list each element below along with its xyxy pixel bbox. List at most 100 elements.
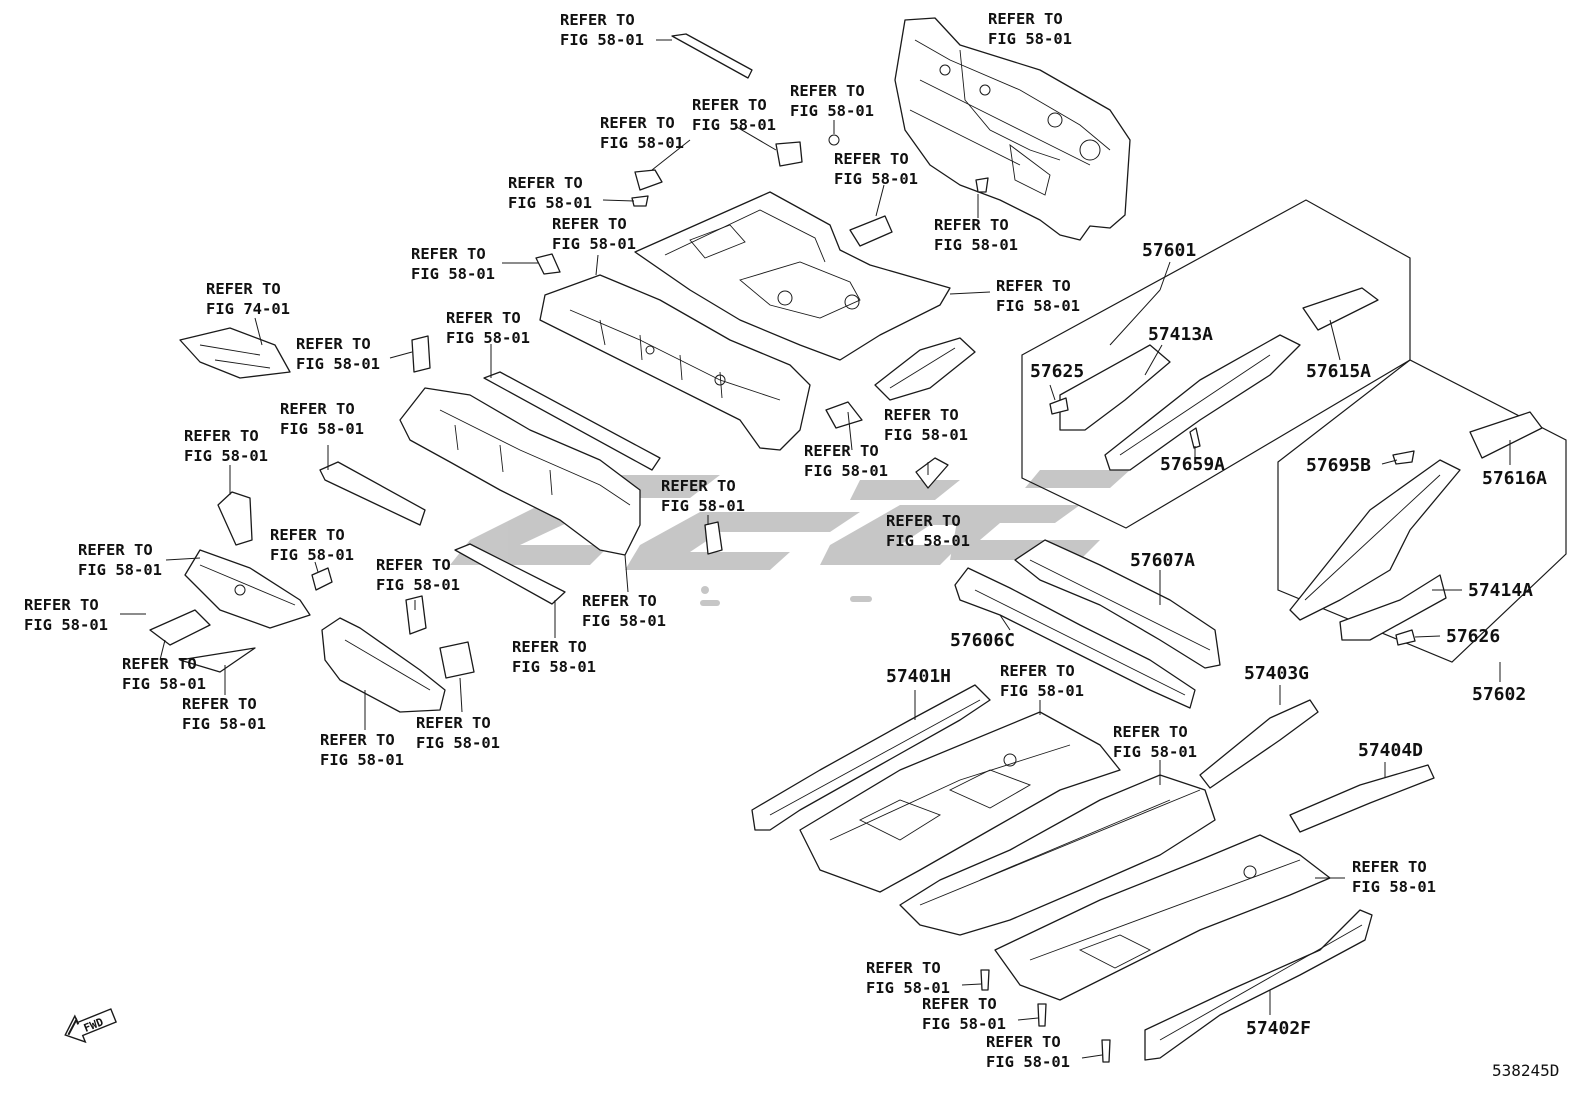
refer-label-28b: FIG 58-01 bbox=[1000, 682, 1084, 700]
center-brackets-part bbox=[825, 337, 976, 489]
refer-label-2a: REFER TO bbox=[988, 10, 1063, 28]
part-number-57626: 57626 bbox=[1446, 626, 1500, 647]
refer-label-24b: FIG 58-01 bbox=[582, 612, 666, 630]
refer-label-8a: REFER TO bbox=[934, 216, 1009, 234]
part-number-57615A: 57615A bbox=[1306, 361, 1371, 382]
center-tunnel-part bbox=[899, 774, 1216, 936]
refer-label-5b: FIG 58-01 bbox=[600, 134, 684, 152]
refer-label-14b: FIG 58-01 bbox=[296, 355, 380, 373]
part-number-57602: 57602 bbox=[1472, 684, 1526, 705]
refer-label-7b: FIG 58-01 bbox=[508, 194, 592, 212]
refer-label-19b: FIG 58-01 bbox=[661, 497, 745, 515]
refer-label-9b: FIG 58-01 bbox=[552, 235, 636, 253]
part-number-labels: 57601 57413A 57625 57615A 57659A 57695B … bbox=[886, 240, 1547, 1039]
part-number-57616A: 57616A bbox=[1482, 468, 1547, 489]
part-number-57659A: 57659A bbox=[1160, 454, 1225, 475]
refer-label-15b: FIG 58-01 bbox=[884, 426, 968, 444]
refer-labels: REFER TO FIG 58-01 REFER TO FIG 58-01 RE… bbox=[24, 10, 1436, 1071]
refer-label-34b: FIG 58-01 bbox=[866, 979, 950, 997]
refer-label-35a: REFER TO bbox=[922, 995, 997, 1013]
fwd-arrow-icon: FWD bbox=[64, 1008, 117, 1044]
rear-brackets-part bbox=[149, 491, 723, 713]
refer-label-33b: FIG 58-01 bbox=[1352, 878, 1436, 896]
refer-label-2b: FIG 58-01 bbox=[988, 30, 1072, 48]
refer-label-30a: REFER TO bbox=[416, 714, 491, 732]
refer-label-5a: REFER TO bbox=[600, 114, 675, 132]
refer-label-21a: REFER TO bbox=[270, 526, 345, 544]
refer-label-6b: FIG 58-01 bbox=[834, 170, 918, 188]
part-number-57404D: 57404D bbox=[1358, 740, 1423, 761]
refer-label-21b: FIG 58-01 bbox=[270, 546, 354, 564]
refer-label-27b: FIG 58-01 bbox=[122, 675, 206, 693]
refer-label-22b: FIG 58-01 bbox=[78, 561, 162, 579]
front-floor-pan-2-part bbox=[994, 834, 1331, 1001]
leader-lines bbox=[120, 39, 1511, 1059]
watermark-logo bbox=[450, 470, 1130, 606]
refer-label-20a: REFER TO bbox=[886, 512, 961, 530]
refer-label-18a: REFER TO bbox=[804, 442, 879, 460]
dash-panel-part bbox=[894, 17, 1131, 241]
refer-label-35b: FIG 58-01 bbox=[922, 1015, 1006, 1033]
refer-label-16a: REFER TO bbox=[280, 400, 355, 418]
refer-label-3a: REFER TO bbox=[790, 82, 865, 100]
refer-label-12b: FIG 74-01 bbox=[206, 300, 290, 318]
refer-label-26a: REFER TO bbox=[512, 638, 587, 656]
figure-code: 538245D bbox=[1492, 1061, 1559, 1080]
refer-label-29b: FIG 58-01 bbox=[182, 715, 266, 733]
refer-label-20b: FIG 58-01 bbox=[886, 532, 970, 550]
bolts-part bbox=[980, 969, 1111, 1063]
refer-label-10a: REFER TO bbox=[411, 245, 486, 263]
front-floor-pan-part bbox=[799, 711, 1121, 893]
refer-label-12a: REFER TO bbox=[206, 280, 281, 298]
rear-floor-side-part bbox=[319, 371, 661, 605]
refer-label-18b: FIG 58-01 bbox=[804, 462, 888, 480]
refer-label-28a: REFER TO bbox=[1000, 662, 1075, 680]
part-number-57625: 57625 bbox=[1030, 361, 1084, 382]
refer-label-11a: REFER TO bbox=[996, 277, 1071, 295]
refer-label-9a: REFER TO bbox=[552, 215, 627, 233]
refer-label-36b: FIG 58-01 bbox=[986, 1053, 1070, 1071]
refer-label-27a: REFER TO bbox=[122, 655, 197, 673]
rocker-sill-57402F-part bbox=[1144, 909, 1373, 1061]
refer-label-19a: REFER TO bbox=[661, 477, 736, 495]
refer-label-36a: REFER TO bbox=[986, 1033, 1061, 1051]
refer-label-31a: REFER TO bbox=[1113, 723, 1188, 741]
refer-label-32b: FIG 58-01 bbox=[320, 751, 404, 769]
refer-label-31b: FIG 58-01 bbox=[1113, 743, 1197, 761]
refer-label-1a: REFER TO bbox=[560, 11, 635, 29]
refer-label-33a: REFER TO bbox=[1352, 858, 1427, 876]
refer-label-24a: REFER TO bbox=[582, 592, 657, 610]
refer-label-3b: FIG 58-01 bbox=[790, 102, 874, 120]
part-number-57607A: 57607A bbox=[1130, 550, 1195, 571]
refer-label-34a: REFER TO bbox=[866, 959, 941, 977]
part-number-57414A: 57414A bbox=[1468, 580, 1533, 601]
refer-label-17b: FIG 58-01 bbox=[184, 447, 268, 465]
top-brace-part bbox=[535, 33, 989, 275]
rear-crossmember-part bbox=[539, 274, 811, 451]
refer-label-7a: REFER TO bbox=[508, 174, 583, 192]
group-box-57602 bbox=[1277, 359, 1567, 663]
part-number-57413A: 57413A bbox=[1148, 324, 1213, 345]
refer-label-23a: REFER TO bbox=[376, 556, 451, 574]
refer-label-29a: REFER TO bbox=[182, 695, 257, 713]
refer-label-16b: FIG 58-01 bbox=[280, 420, 364, 438]
refer-label-14a: REFER TO bbox=[296, 335, 371, 353]
side-member-57401H-part bbox=[751, 684, 991, 831]
refer-label-1b: FIG 58-01 bbox=[560, 31, 644, 49]
refer-label-11b: FIG 58-01 bbox=[996, 297, 1080, 315]
refer-label-25a: REFER TO bbox=[24, 596, 99, 614]
refer-label-15a: REFER TO bbox=[884, 406, 959, 424]
refer-label-30b: FIG 58-01 bbox=[416, 734, 500, 752]
refer-label-10b: FIG 58-01 bbox=[411, 265, 495, 283]
part-number-57606C: 57606C bbox=[950, 630, 1015, 651]
refer-label-13a: REFER TO bbox=[446, 309, 521, 327]
refer-label-17a: REFER TO bbox=[184, 427, 259, 445]
group-box-57601 bbox=[1021, 199, 1411, 529]
refer-label-22a: REFER TO bbox=[78, 541, 153, 559]
part-number-57402F: 57402F bbox=[1246, 1018, 1311, 1039]
refer-label-8b: FIG 58-01 bbox=[934, 236, 1018, 254]
refer-label-6a: REFER TO bbox=[834, 150, 909, 168]
part-number-57401H: 57401H bbox=[886, 666, 951, 687]
side-sills-part bbox=[1199, 699, 1435, 833]
